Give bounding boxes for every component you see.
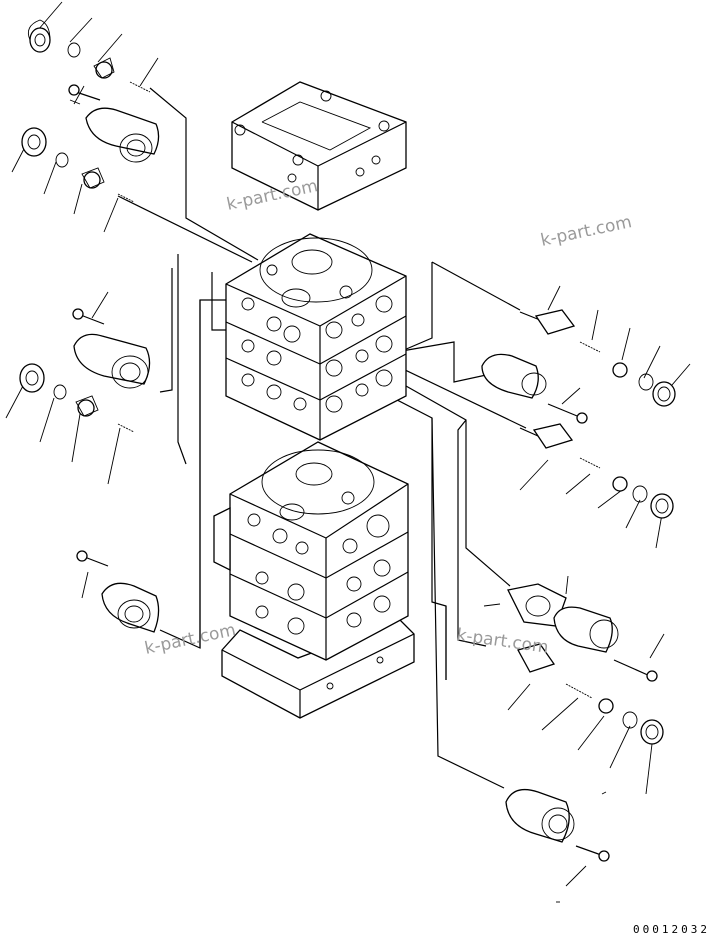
upper-valve-body (225, 233, 407, 441)
assembly-guide-lines (117, 87, 527, 789)
lower-valve-body (213, 441, 415, 719)
top-cover-plate (231, 81, 407, 211)
left-parts (19, 19, 160, 633)
watermark-text: k-part.com (539, 212, 634, 251)
leader-lines (5, 1, 691, 903)
right-parts (481, 309, 676, 862)
watermark-text: k-part.com (455, 625, 549, 658)
figure-number: 00012032 (633, 923, 710, 936)
